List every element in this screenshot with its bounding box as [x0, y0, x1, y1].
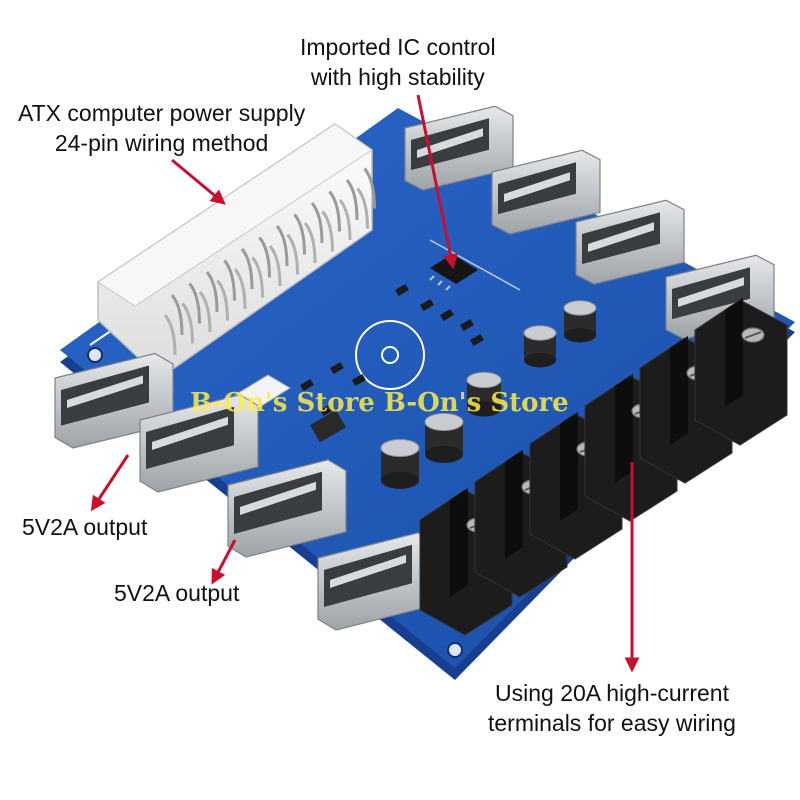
usb-port	[227, 459, 347, 558]
arrow-ic	[416, 94, 458, 270]
smd-part	[395, 284, 409, 297]
atx-pin	[198, 271, 219, 333]
atx-pin	[163, 294, 184, 356]
atx-pin	[181, 282, 201, 344]
smd-part	[460, 319, 474, 332]
transistor	[309, 410, 346, 443]
atx-pin	[338, 179, 359, 241]
smd-part	[320, 404, 334, 417]
atx-pin	[321, 190, 341, 252]
electrolytic-capacitor	[466, 371, 502, 417]
label-usb-output-left: 5V2A output	[22, 514, 148, 540]
arrow-usb-bottom	[211, 539, 237, 585]
usb-port	[491, 149, 601, 235]
usb-port	[575, 199, 685, 285]
screw-terminal-block	[419, 298, 788, 636]
atx-connector-pins	[163, 167, 376, 356]
electrolytic-capacitor	[523, 325, 557, 368]
arrow-usb-left	[90, 454, 130, 512]
usb-port	[139, 394, 259, 493]
atx-pin	[356, 167, 376, 229]
atx-pin	[233, 248, 254, 310]
electrolytic-capacitor	[380, 438, 420, 489]
annotation-arrows	[90, 94, 640, 673]
smd-part	[300, 379, 314, 392]
atx-pin	[251, 236, 271, 298]
electrolytic-capacitor	[424, 412, 464, 463]
arrow-atx	[171, 158, 226, 205]
smd-part	[440, 309, 454, 322]
store-watermark: B-On's Store B-On's Store	[190, 388, 569, 418]
screw-terminal	[694, 298, 788, 446]
smd-part	[330, 362, 344, 375]
smd-part	[352, 374, 366, 387]
label-atx-connector: ATX computer power supply 24-pin wiring …	[18, 100, 306, 156]
usb-port	[317, 532, 437, 631]
atx-pin	[216, 259, 236, 321]
smd-components	[300, 284, 484, 443]
atx-pin	[286, 213, 306, 275]
capacitors	[380, 300, 597, 489]
label-terminals: Using 20A high-current terminals for eas…	[488, 680, 736, 736]
atx-pin	[268, 225, 289, 287]
atx-pin	[303, 202, 324, 264]
smd-part	[420, 299, 434, 312]
electrolytic-capacitor	[563, 300, 597, 343]
smd-part	[470, 334, 484, 347]
usb-port	[665, 254, 775, 340]
label-usb-output-bottom: 5V2A output	[114, 580, 240, 606]
label-ic-control: Imported IC control with high stability	[300, 34, 496, 90]
